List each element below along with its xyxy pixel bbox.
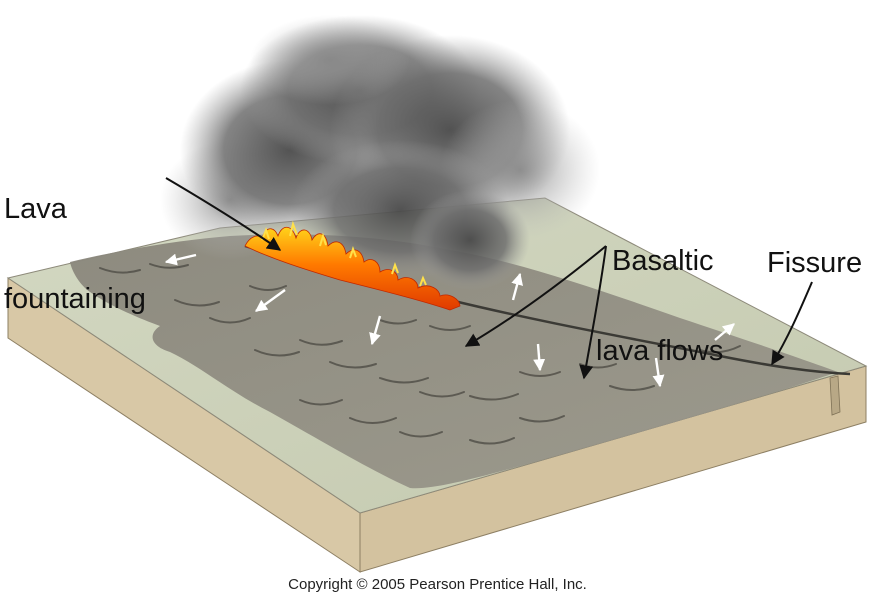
label-lava-fountaining: Lava fountaining [4, 134, 146, 344]
label-basaltic-line-2: lava flows [596, 335, 724, 367]
white-arrow-icon [369, 315, 382, 346]
label-basaltic-lava-flows: Basaltic lava flows [596, 186, 723, 396]
white-arrow-icon [511, 272, 523, 301]
leader-arrows [165, 177, 813, 380]
fissure-notch [829, 375, 841, 416]
label-fissure: Fissure [767, 247, 863, 279]
black-arrow-icon [579, 245, 607, 380]
flow-arrows [164, 253, 735, 388]
white-arrow-icon [164, 253, 197, 266]
white-arrow-icon [714, 323, 735, 341]
label-lava-line-2: fountaining [4, 283, 146, 315]
flow-lobes [99, 263, 741, 445]
smoke-plume [160, 15, 600, 290]
black-arrow-icon [771, 281, 813, 366]
label-basaltic-line-1: Basaltic [612, 245, 714, 277]
copyright-notice: Copyright © 2005 Pearson Prentice Hall, … [288, 576, 587, 593]
lava-flow-area [70, 234, 838, 489]
label-lava-line-1: Lava [4, 193, 67, 225]
white-arrow-icon [255, 289, 286, 312]
black-arrow-icon [464, 245, 607, 347]
white-arrow-icon [533, 343, 546, 372]
white-arrow-icon [652, 357, 665, 388]
lava-fountain [244, 220, 461, 311]
black-arrow-icon [165, 177, 282, 251]
